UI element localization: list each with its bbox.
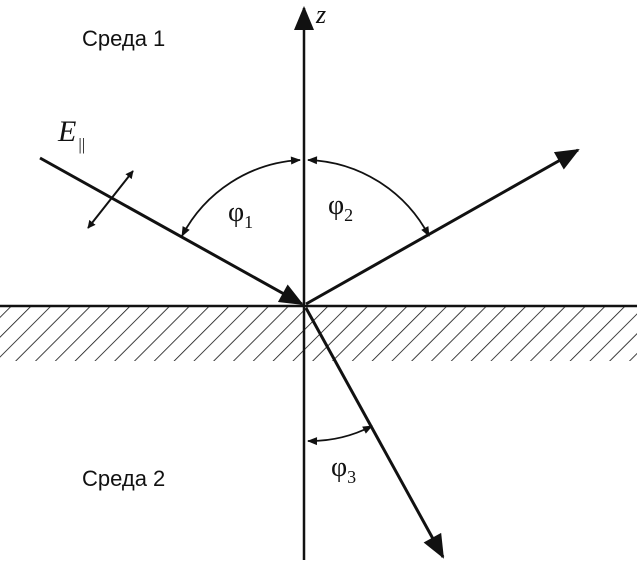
field-label: E|| xyxy=(57,115,85,154)
angle-arc-phi2 xyxy=(307,156,430,237)
field-subscript: || xyxy=(78,135,85,154)
reflected-ray xyxy=(305,148,580,306)
angle-arc-phi3 xyxy=(307,425,373,446)
incident-ray xyxy=(39,156,304,306)
angle-phi2-label: φ2 xyxy=(328,190,353,225)
refracted-ray xyxy=(304,307,445,559)
z-axis-label: z xyxy=(315,0,326,29)
medium2-label: Среда 2 xyxy=(82,466,165,491)
angle-phi3-label: φ3 xyxy=(331,452,356,487)
angle-phi1-label: φ1 xyxy=(228,197,253,232)
medium1-label: Среда 1 xyxy=(82,26,165,51)
angle-arc-phi1 xyxy=(181,156,301,237)
polarization-arrow xyxy=(87,170,134,229)
